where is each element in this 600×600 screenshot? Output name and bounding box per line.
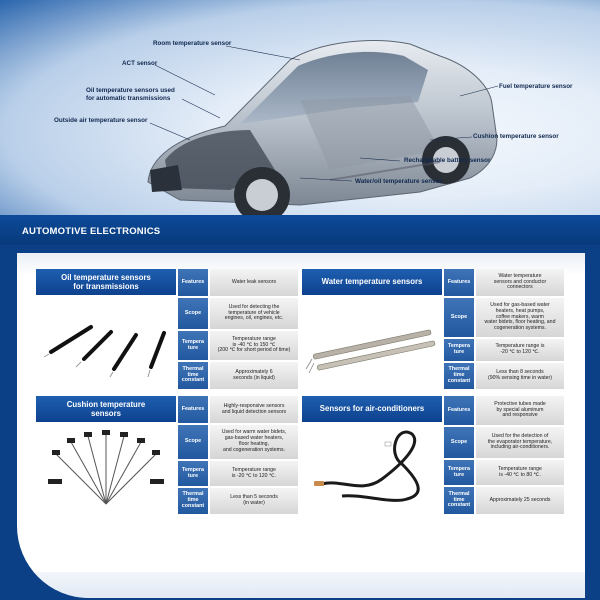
spec-row-scope: Scope Used for gas-based water heaters, … xyxy=(444,298,564,337)
car-cutaway-illustration xyxy=(147,40,499,223)
spec-row-thermal-time: Thermal time constant Approximately 25 s… xyxy=(444,487,564,514)
spec-row-features: Features Highly-responsive sensors and l… xyxy=(178,396,298,423)
aircon-sensor-photo xyxy=(302,424,442,511)
callout-fuel: Fuel temperature sensor xyxy=(499,83,573,90)
spec-row-temperature: Tempera ture Temperature range is -20 ℃ … xyxy=(444,339,564,361)
spec-row-features: Features Water temperature sensors and c… xyxy=(444,269,564,296)
card-water-temperature: Water temperature sensors xyxy=(302,269,564,384)
cushion-sensor-photo xyxy=(36,424,176,511)
callout-cushion: Cushion temperature sensor xyxy=(473,133,559,140)
spec-table-cushion: Features Highly-responsive sensors and l… xyxy=(178,396,298,514)
spec-row-features: Features Protective tubes made by specia… xyxy=(444,396,564,425)
callout-battery: Rechargeable battery sensor xyxy=(404,157,491,164)
card-cushion-temperature: Cushion temperature sensors xyxy=(36,396,298,511)
spec-table-water: Features Water temperature sensors and c… xyxy=(444,269,564,389)
spec-row-temperature: Tempera ture Temperature range is -40 ℃ … xyxy=(178,331,298,360)
card-oil-temperature: Oil temperature sensors for transmission… xyxy=(36,269,298,384)
sensor-panel: Oil temperature sensors for transmission… xyxy=(17,253,585,598)
spec-row-thermal-time: Thermal time constant Less than 8 second… xyxy=(444,363,564,389)
callout-oil-line2: for automatic transmissions xyxy=(86,95,171,102)
oil-sensor-photo xyxy=(36,297,176,384)
spec-row-temperature: Tempera ture Temperature range is -20 ℃ … xyxy=(178,461,298,486)
callout-room-temperature: Room temperature sensor xyxy=(153,40,232,47)
car-interior xyxy=(300,96,440,170)
spec-row-temperature: Tempera ture Temperature range is -40 ℃ … xyxy=(444,460,564,485)
section-title: AUTOMOTIVE ELECTRONICS xyxy=(22,226,161,237)
card-title: Sensors for air-conditioners xyxy=(302,396,442,422)
spec-row-scope: Scope Used for the detection of the evap… xyxy=(444,427,564,458)
car-grille xyxy=(150,165,182,192)
card-title: Cushion temperature sensors xyxy=(36,396,176,422)
card-air-conditioner: Sensors for air-conditioners xyxy=(302,396,564,511)
spec-row-thermal-time: Thermal time constant Approximately 6 se… xyxy=(178,362,298,389)
callout-outside-air: Outside air temperature sensor xyxy=(54,117,148,124)
section-band xyxy=(0,215,600,245)
spec-table-aircon: Features Protective tubes made by specia… xyxy=(444,396,564,514)
callout-oil-line1: Oil temperature sensors used xyxy=(86,87,175,94)
spec-row-scope: Scope Used for warm water bidets, gas-ba… xyxy=(178,425,298,459)
spec-row-thermal-time: Thermal time constant Less than 5 second… xyxy=(178,488,298,514)
spec-table-oil: Features Water leak sensors Scope Used f… xyxy=(178,269,298,389)
card-title: Oil temperature sensors for transmission… xyxy=(36,269,176,295)
water-sensor-photo xyxy=(302,297,442,384)
spec-row-scope: Scope Used for detecting the temperature… xyxy=(178,298,298,329)
callout-water-oil: Water/oil temperature sensor xyxy=(355,178,442,185)
car-windows xyxy=(240,51,428,125)
card-title: Water temperature sensors xyxy=(302,269,442,295)
spec-row-features: Features Water leak sensors xyxy=(178,269,298,296)
callout-act: ACT sensor xyxy=(122,60,158,67)
